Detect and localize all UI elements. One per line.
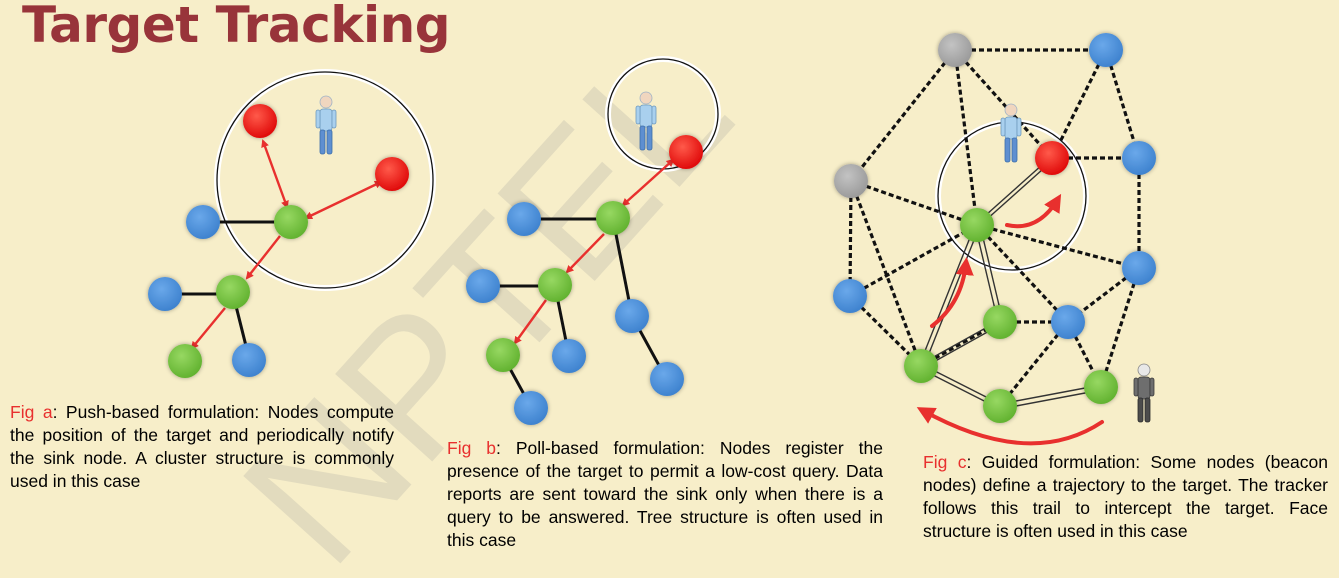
target-person-icon <box>315 95 337 155</box>
caption-fig-b-text: : Poll-based formulation: Nodes register… <box>447 438 884 550</box>
caption-fig-c-label: Fig c <box>923 452 967 472</box>
page-title: Target Tracking <box>22 0 451 54</box>
target-person-icon <box>1000 103 1022 163</box>
caption-fig-c: Fig c: Guided formulation: Some nodes (b… <box>923 451 1328 543</box>
fig-a-diagram <box>148 69 436 378</box>
fig-c-diagram <box>833 33 1156 446</box>
caption-fig-a-label: Fig a <box>10 402 53 422</box>
fig-b-diagram <box>466 56 721 425</box>
caption-fig-c-text: : Guided formulation: Some nodes (beacon… <box>923 452 1328 541</box>
tracker-person-icon <box>1133 363 1155 423</box>
caption-fig-a: Fig a: Push-based formulation: Nodes com… <box>10 401 394 493</box>
caption-fig-a-text: : Push-based formulation: Nodes compute … <box>10 402 395 491</box>
caption-fig-b: Fig b: Poll-based formulation: Nodes reg… <box>447 437 883 552</box>
caption-fig-b-label: Fig b <box>447 438 496 458</box>
